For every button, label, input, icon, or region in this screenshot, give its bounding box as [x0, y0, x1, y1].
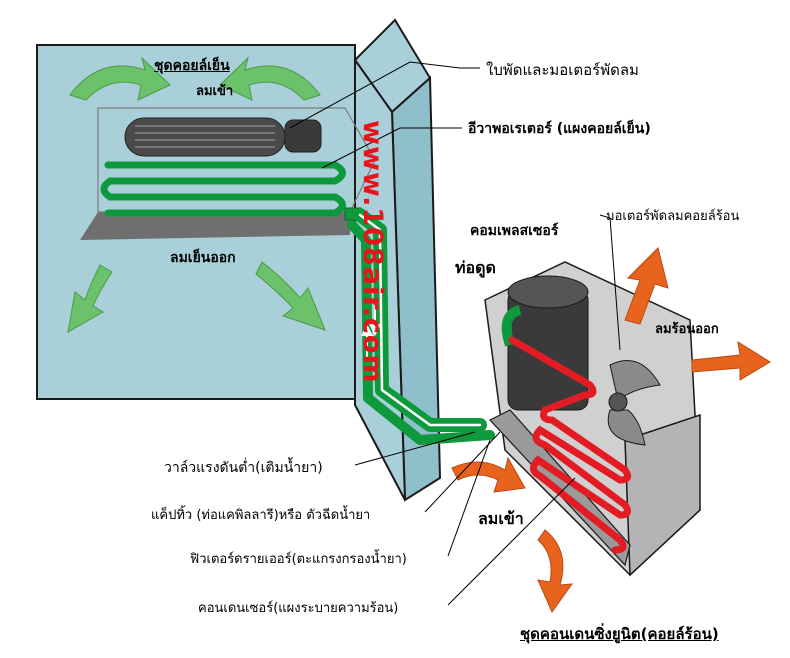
- label-hot-fan-motor: มอเตอร์พัดลมคอยล์ร้อน: [606, 209, 740, 224]
- label-evaporator: อีวาพอเรเตอร์ (แผงคอยล์เย็น): [468, 121, 651, 137]
- label-cold-air-out: ลมเย็นออก: [170, 250, 236, 266]
- label-compressor: คอมเพลสเซอร์: [470, 223, 559, 239]
- refrigerant-lines: [347, 208, 495, 445]
- label-capillary-tube: แค็ปทิ้ว (ท่อแคพิลลารี)หรือ ตัวฉีดน้ำยา: [151, 508, 371, 523]
- label-air-in-bottom: ลมเข้า: [478, 509, 524, 528]
- watermark: www.108air.com: [357, 120, 388, 384]
- condenser-coil: [508, 336, 632, 554]
- compressor: [501, 275, 589, 411]
- label-hot-air-out: ลมร้อนออก: [655, 322, 719, 337]
- label-condenser: คอนเดนเซอร์(แผงระบายความร้อน): [198, 601, 399, 616]
- condenser-fan: [607, 360, 661, 446]
- label-low-pressure-valve: วาล์วแรงดันต่ำ(เติมน้ำยา): [164, 460, 323, 476]
- evaporator-box: [80, 107, 376, 240]
- leader-lines: [289, 61, 621, 606]
- hot-air-arrows: [451, 247, 771, 614]
- evaporator-coil: [100, 161, 346, 217]
- label-filter-dryer: ฟิวเตอร์ดรายเออร์(ตะแกรงกรองน้ำยา): [190, 552, 407, 567]
- label-evaporator-unit: ชุดคอยล์เย็น: [154, 58, 230, 74]
- condensing-unit: [484, 261, 701, 577]
- label-air-in-top: ลมเข้า: [196, 84, 234, 99]
- label-suction-line: ท่อดูด: [455, 258, 496, 277]
- cold-air-arrows: [67, 56, 326, 333]
- blower-fan: [124, 117, 322, 157]
- label-condensing-unit: ชุดคอนเดนซิ่งยูนิต(คอยล์ร้อน): [520, 625, 719, 643]
- label-fan-motor: ใบพัดและมอเตอร์พัดลม: [486, 61, 639, 79]
